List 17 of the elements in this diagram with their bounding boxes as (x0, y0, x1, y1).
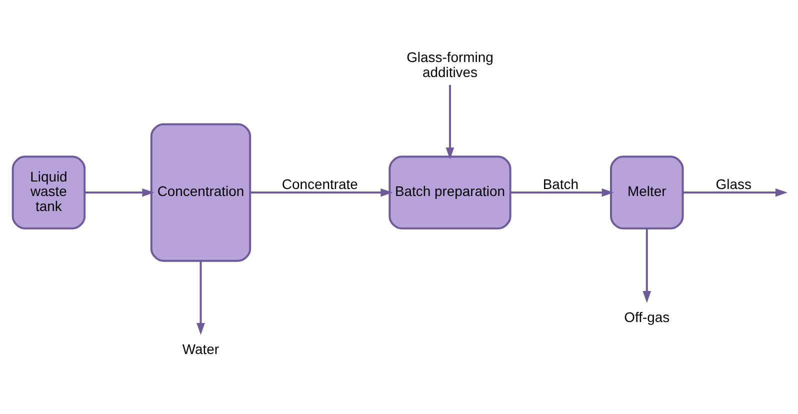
arrow (446, 84, 454, 159)
node-box: Liquid waste tank (12, 155, 86, 229)
arrow (250, 188, 393, 196)
node-text: Off-gas (624, 308, 670, 324)
node-text: Glass-forming additives (406, 48, 494, 80)
edge-label: Batch (542, 175, 578, 192)
arrow (510, 188, 614, 196)
arrow (196, 260, 205, 334)
edge-label: Glass (716, 175, 752, 192)
arrow (642, 228, 652, 303)
arrow (84, 188, 154, 196)
node-text: Water (182, 340, 220, 356)
node-box: Melter (610, 155, 684, 229)
arrow (683, 188, 788, 196)
node-box: Concentration (150, 122, 252, 262)
edge-label: Concentrate (282, 175, 358, 192)
node-box: Batch preparation (388, 155, 512, 229)
